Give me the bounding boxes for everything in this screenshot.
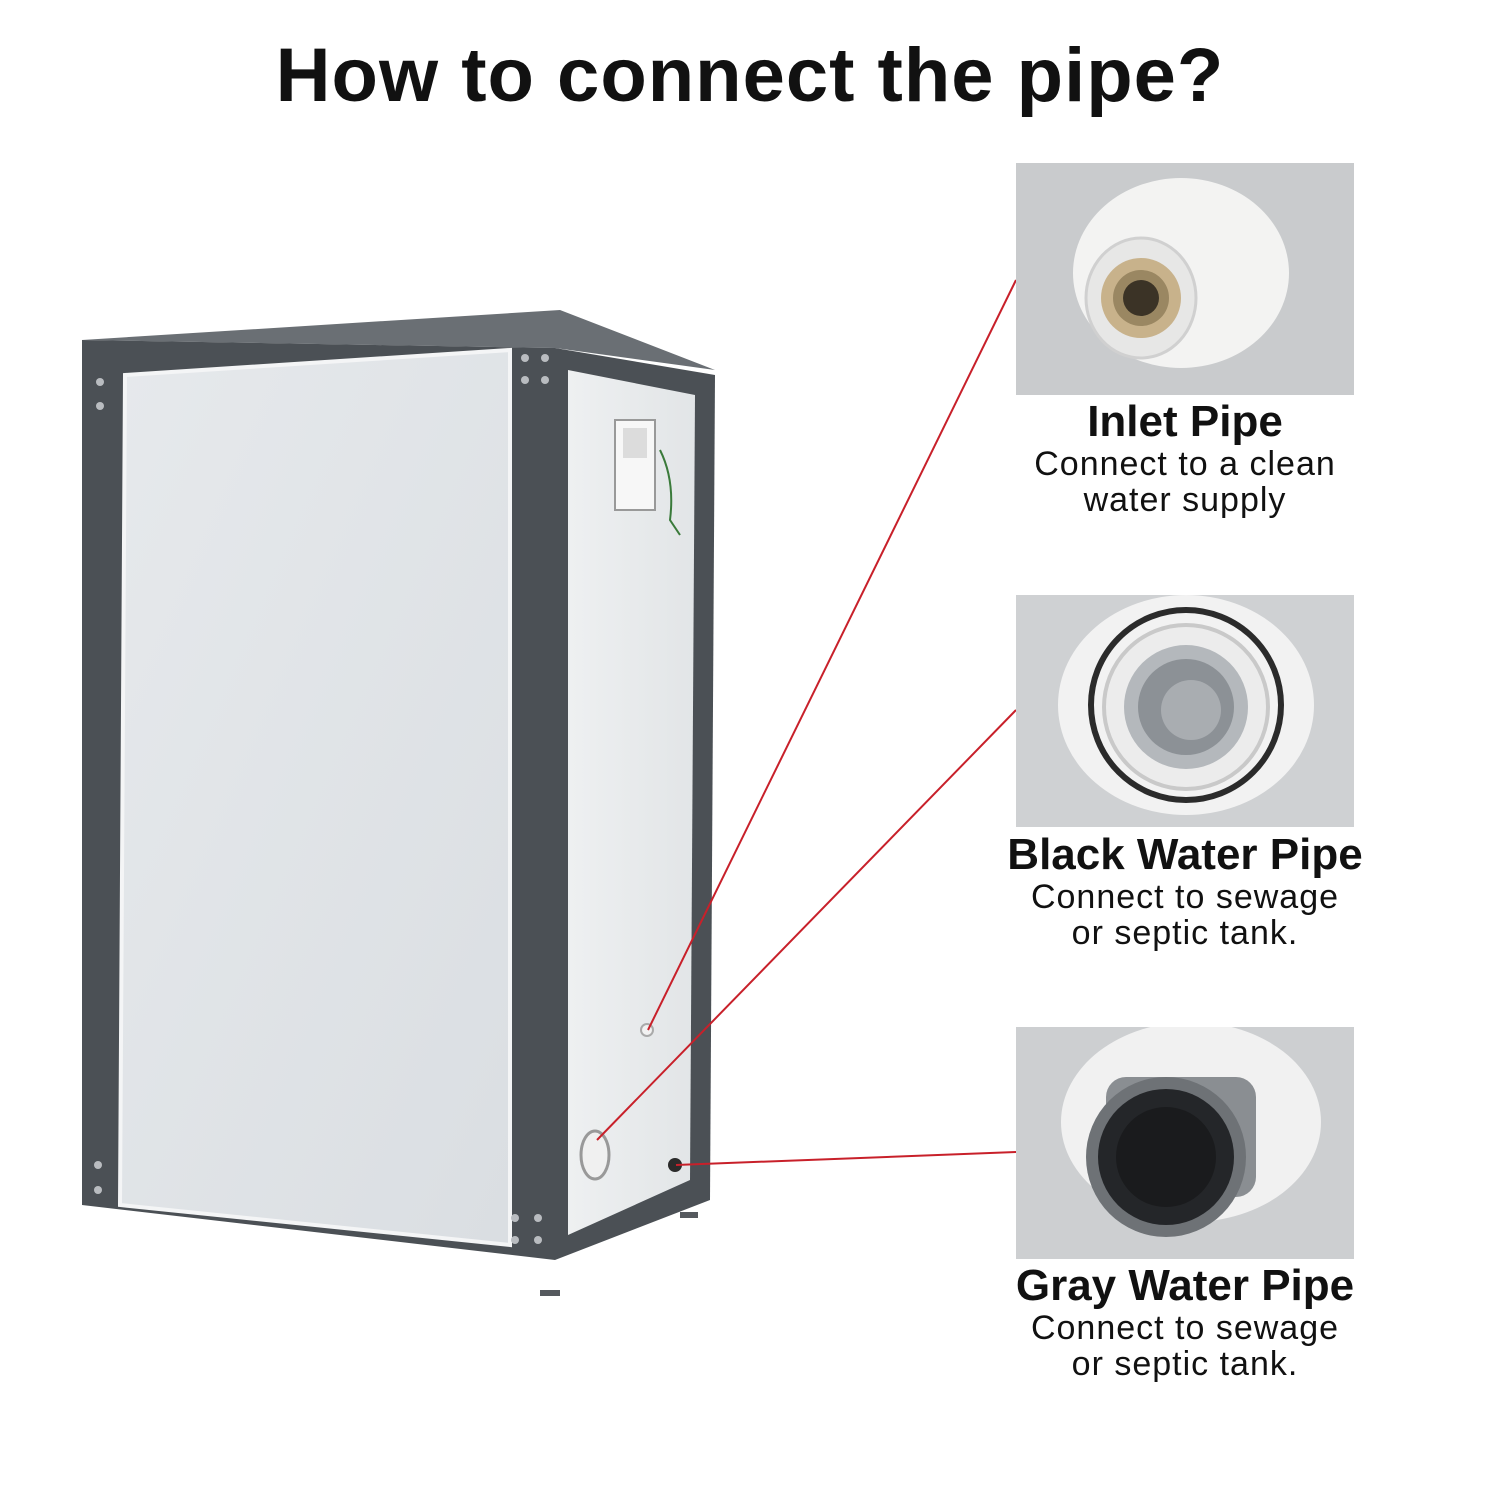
portable-toilet-unit-image <box>70 300 740 1320</box>
gray-water-pipe-title: Gray Water Pipe <box>1015 1261 1355 1310</box>
inlet-pipe-description-line2: water supply <box>1083 481 1287 519</box>
gray-water-pipe-description-line1: Connect to sewage <box>1030 1309 1340 1347</box>
black-water-pipe-description-line1: Connect to sewage <box>1030 878 1340 916</box>
black-water-pipe-photo <box>1016 595 1354 827</box>
inlet-pipe-photo <box>1016 163 1354 395</box>
inlet-pipe-title: Inlet Pipe <box>1087 397 1283 446</box>
black-water-pipe-title: Black Water Pipe <box>1007 830 1363 879</box>
inlet-pipe-description-line1: Connect to a clean <box>1034 445 1336 483</box>
black-water-pipe-label: Black Water Pipe Connect to sewage or se… <box>980 830 1390 952</box>
gray-water-pipe-description-line2: or septic tank. <box>1071 1345 1299 1383</box>
gray-water-pipe-photo <box>1016 1027 1354 1259</box>
gray-water-pipe-label: Gray Water Pipe Connect to sewage or sep… <box>980 1261 1390 1383</box>
black-water-pipe-description-line2: or septic tank. <box>1071 914 1299 952</box>
inlet-pipe-label: Inlet Pipe Connect to a clean water supp… <box>980 397 1390 519</box>
page-title: How to connect the pipe? <box>275 33 1225 118</box>
